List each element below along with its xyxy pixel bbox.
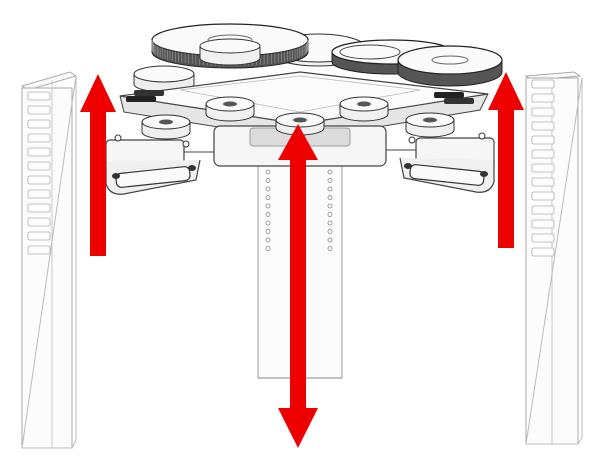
rail-tooth (27, 133, 51, 143)
linkage-hole (265, 220, 271, 226)
linkage-hole (265, 186, 271, 192)
linkage-hole (327, 229, 333, 234)
rail-tooth (27, 147, 51, 157)
rail-tooth (27, 231, 51, 241)
rail-tooth (531, 135, 555, 145)
linkage-hole (327, 237, 333, 243)
gear-left (151, 23, 309, 69)
linkage-hole (327, 203, 333, 209)
linkage-hole (327, 212, 333, 217)
spring-left (126, 90, 164, 102)
pulley-right-front (405, 112, 455, 138)
left-up-arrow (80, 74, 116, 256)
rail-tooth (27, 217, 51, 227)
pulley-right-back (339, 96, 389, 122)
rail-tooth (27, 203, 51, 213)
linkage-hole (265, 212, 271, 217)
linkage-hole (327, 169, 333, 175)
right-rail (524, 71, 583, 445)
rail-tooth (27, 161, 51, 171)
gear-small-left (133, 65, 195, 93)
linkage-hole (265, 169, 271, 175)
rail-tooth (531, 107, 555, 117)
rail-tooth (531, 177, 555, 187)
linkage-hole (265, 229, 271, 234)
linkage-hole (265, 246, 271, 251)
rail-tooth (531, 93, 555, 103)
pulleys (141, 96, 455, 140)
top-plate (119, 71, 489, 141)
right-up-arrow (488, 72, 524, 248)
linkage-hole (265, 195, 271, 200)
right-rail-teeth (531, 79, 555, 257)
linkage-holes (265, 169, 333, 251)
rail-tooth (27, 245, 51, 255)
linkage-hole (265, 178, 271, 183)
rail-tooth (27, 119, 51, 129)
rail-tooth (27, 189, 51, 199)
rail-tooth (531, 247, 555, 257)
spring-right (434, 92, 474, 104)
right-clamp-bracket (386, 132, 495, 193)
gear-train (133, 23, 503, 93)
rail-tooth (27, 91, 51, 101)
linkage-hole (265, 237, 271, 243)
rail-tooth (531, 233, 555, 243)
rail-tooth (27, 105, 51, 115)
pulley-left-front (141, 114, 191, 140)
gear-right (397, 45, 503, 87)
rail-tooth (531, 79, 555, 89)
rail-tooth (531, 205, 555, 215)
linkage-hole (327, 246, 333, 251)
linkage-hole (265, 203, 271, 209)
left-clamp-bracket (105, 134, 214, 195)
rail-tooth (531, 219, 555, 229)
rail-tooth (531, 191, 555, 201)
rail-tooth (27, 175, 51, 185)
linkage-hole (327, 178, 333, 183)
linkage-hole (327, 195, 333, 200)
pulley-left-back (205, 96, 255, 122)
rail-tooth (531, 163, 555, 173)
motion-arrows (80, 72, 524, 448)
rail-tooth (531, 149, 555, 159)
center-up-down-arrow (278, 124, 318, 448)
left-rail-teeth (27, 91, 51, 255)
linkage-hole (327, 186, 333, 192)
linkage-hole (327, 220, 333, 226)
left-rail (20, 71, 78, 449)
rail-tooth (531, 121, 555, 131)
